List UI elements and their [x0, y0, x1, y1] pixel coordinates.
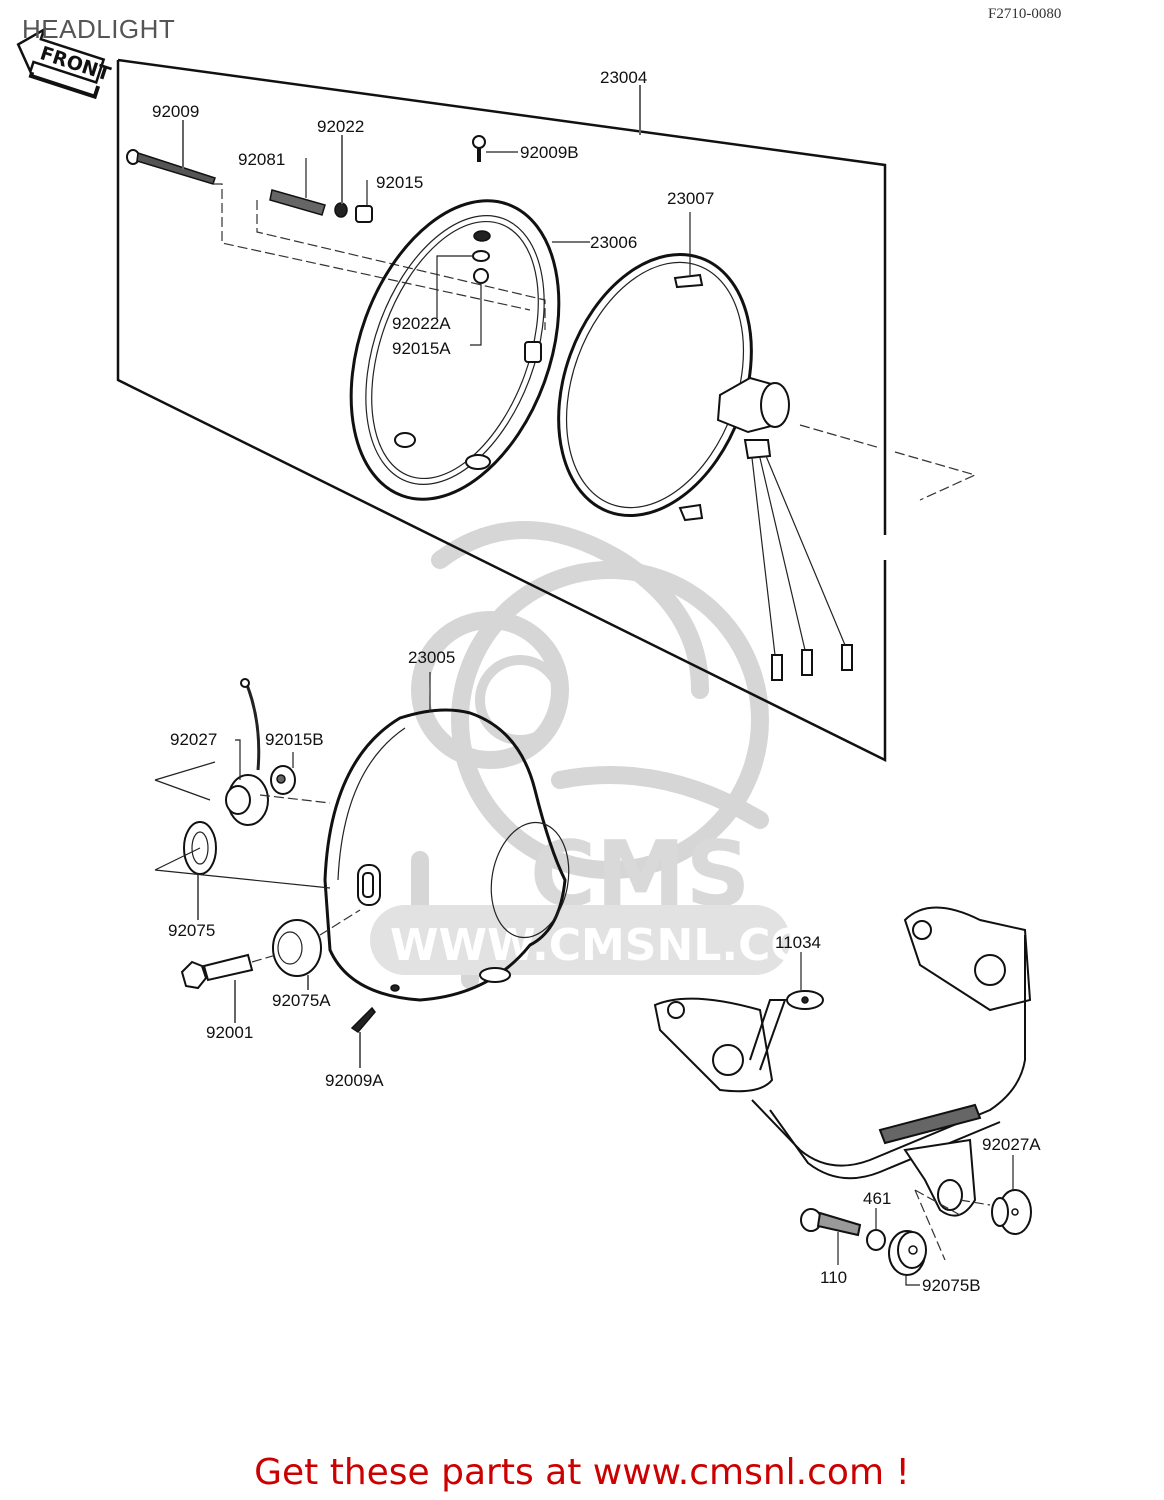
label-92027A[interactable]: 92027A [982, 1135, 1041, 1154]
figure-code: F2710-0080 [988, 6, 1062, 22]
label-92027[interactable]: 92027 [170, 730, 217, 749]
label-92001[interactable]: 92001 [206, 1023, 253, 1042]
part-23007-sealed-beam [557, 212, 977, 681]
label-92015[interactable]: 92015 [376, 173, 423, 192]
part-92075-grommet [154, 821, 331, 920]
label-92009A[interactable]: 92009A [325, 1071, 384, 1090]
label-92022A[interactable]: 92022A [392, 314, 451, 333]
get-parts-link[interactable]: Get these parts at www.cmsnl.com ! [254, 1452, 910, 1493]
part-92015B-nut [270, 752, 296, 795]
part-92075B-grommet [888, 1189, 961, 1286]
part-92027A-grommet [959, 1155, 1032, 1235]
part-92009A-screw [350, 1006, 376, 1068]
part-92015-nut [355, 180, 373, 223]
part-92009B-screw [472, 135, 518, 162]
part-92081-spring [269, 158, 326, 216]
assembly-23004-outline [116, 58, 887, 763]
label-92015B[interactable]: 92015B [265, 730, 324, 749]
label-23005[interactable]: 23005 [408, 648, 455, 667]
label-92009B[interactable]: 92009B [520, 143, 579, 162]
cms-watermark: CMS WWW.CMSNL.COM [370, 521, 852, 989]
label-23007[interactable]: 23007 [667, 189, 714, 208]
part-11034-bracket [653, 906, 1032, 1217]
part-110-bolt [800, 1208, 862, 1265]
part-92027-grommet [154, 678, 331, 826]
part-92075A-grommet [272, 909, 361, 990]
label-11034[interactable]: 11034 [775, 933, 821, 952]
front-arrow-icon: FRONT [16, 26, 113, 100]
label-92009[interactable]: 92009 [152, 102, 199, 121]
label-110[interactable]: 110 [820, 1268, 847, 1287]
label-92075[interactable]: 92075 [168, 921, 215, 940]
part-92009-screw [126, 120, 216, 185]
label-92015A[interactable]: 92015A [392, 339, 451, 358]
part-92022-washer [334, 135, 348, 218]
part-23005-housing [323, 672, 570, 1002]
label-461[interactable]: 461 [863, 1189, 891, 1208]
label-92075A[interactable]: 92075A [272, 991, 331, 1010]
label-92081[interactable]: 92081 [238, 150, 285, 169]
label-23006[interactable]: 23006 [590, 233, 637, 252]
label-92075B[interactable]: 92075B [922, 1276, 981, 1295]
label-92022[interactable]: 92022 [317, 117, 364, 136]
part-23006-rim [349, 199, 590, 501]
watermark-url: WWW.CMSNL.COM [390, 920, 852, 971]
label-23004[interactable]: 23004 [600, 68, 647, 87]
svg-text:FRONT: FRONT [37, 42, 113, 85]
page-title: HEADLIGHT [22, 14, 176, 44]
part-92001-bolt [180, 953, 277, 1023]
part-461-nut [866, 1208, 886, 1251]
